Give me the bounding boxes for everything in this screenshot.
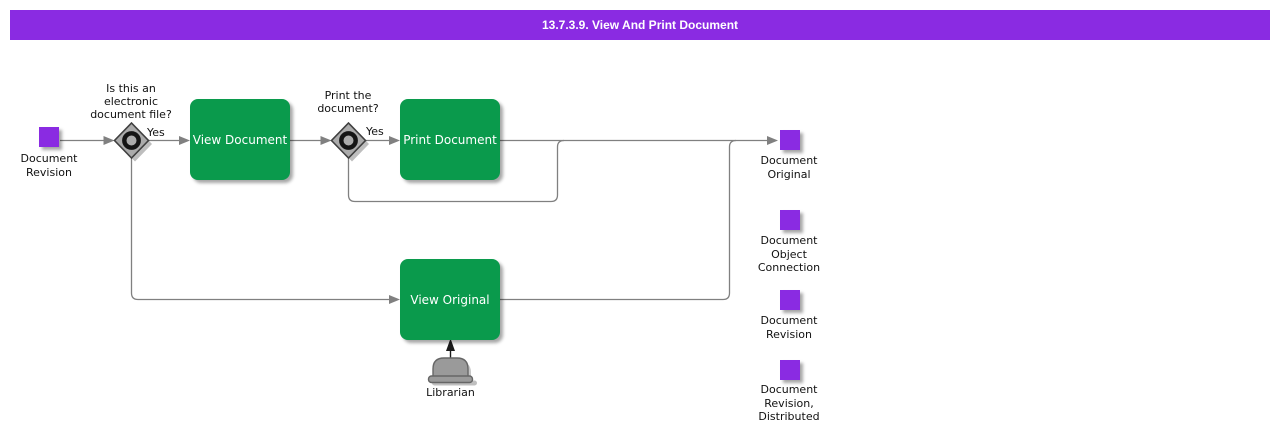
- object-document-revision-out[interactable]: [780, 290, 800, 310]
- object-document-original[interactable]: [780, 130, 800, 150]
- object-document-object-connection[interactable]: [780, 210, 800, 230]
- task-print-document[interactable]: Print Document: [400, 99, 500, 180]
- object-document-original-label: Document Original: [760, 154, 818, 181]
- object-document-revision-out-label: Document Revision: [760, 314, 818, 341]
- arrowhead-icon: [103, 136, 115, 145]
- librarian-actor-icon[interactable]: [427, 357, 478, 386]
- task-print-document-label: Print Document: [403, 132, 497, 147]
- task-view-document[interactable]: View Document: [190, 99, 290, 180]
- arrowhead-icon: [389, 295, 400, 304]
- object-document-revision-start-label: Document Revision: [20, 152, 78, 179]
- decision1-question-label: Is this an electronic document file?: [90, 82, 172, 121]
- librarian-base: [427, 375, 474, 384]
- librarian-label: Librarian: [426, 386, 475, 399]
- decision-circle-icon: [122, 131, 141, 150]
- arrowhead-icon: [389, 136, 400, 145]
- flow-decision1-no-to-view-original: [130, 158, 390, 301]
- decision1-yes-label: Yes: [147, 126, 165, 139]
- object-document-revision-distributed[interactable]: [780, 360, 800, 380]
- decision-circle-icon: [339, 131, 358, 150]
- decision2-shape: [330, 121, 367, 160]
- object-document-revision-distributed-label: Document Revision, Distributed: [758, 383, 820, 423]
- decision2-diamond[interactable]: [330, 121, 370, 162]
- flow-view-original-to-document-original: [500, 139, 737, 301]
- arrowhead-icon: [767, 136, 778, 145]
- decision2-question-label: Print the document?: [317, 89, 379, 115]
- page-title: 13.7.3.9. View And Print Document: [541, 18, 739, 32]
- task-view-original[interactable]: View Original: [400, 259, 500, 340]
- task-view-document-label: View Document: [192, 132, 288, 147]
- flow-decision2-no-bypass: [347, 139, 565, 203]
- arrowhead-icon: [320, 136, 332, 145]
- arrowhead-up-icon: [446, 338, 455, 351]
- object-document-object-connection-label: Document Object Connection: [757, 234, 821, 274]
- object-document-revision-start[interactable]: [39, 127, 59, 147]
- librarian-to-view-original-arrow: [446, 338, 455, 359]
- title-bar: 13.7.3.9. View And Print Document: [10, 10, 1270, 40]
- decision1-shape: [113, 121, 150, 160]
- task-view-original-label: View Original: [410, 292, 490, 307]
- arrowhead-icon: [179, 136, 190, 145]
- decision2-yes-label: Yes: [366, 125, 384, 138]
- librarian-dome: [432, 357, 469, 380]
- decision1-diamond[interactable]: [113, 121, 153, 162]
